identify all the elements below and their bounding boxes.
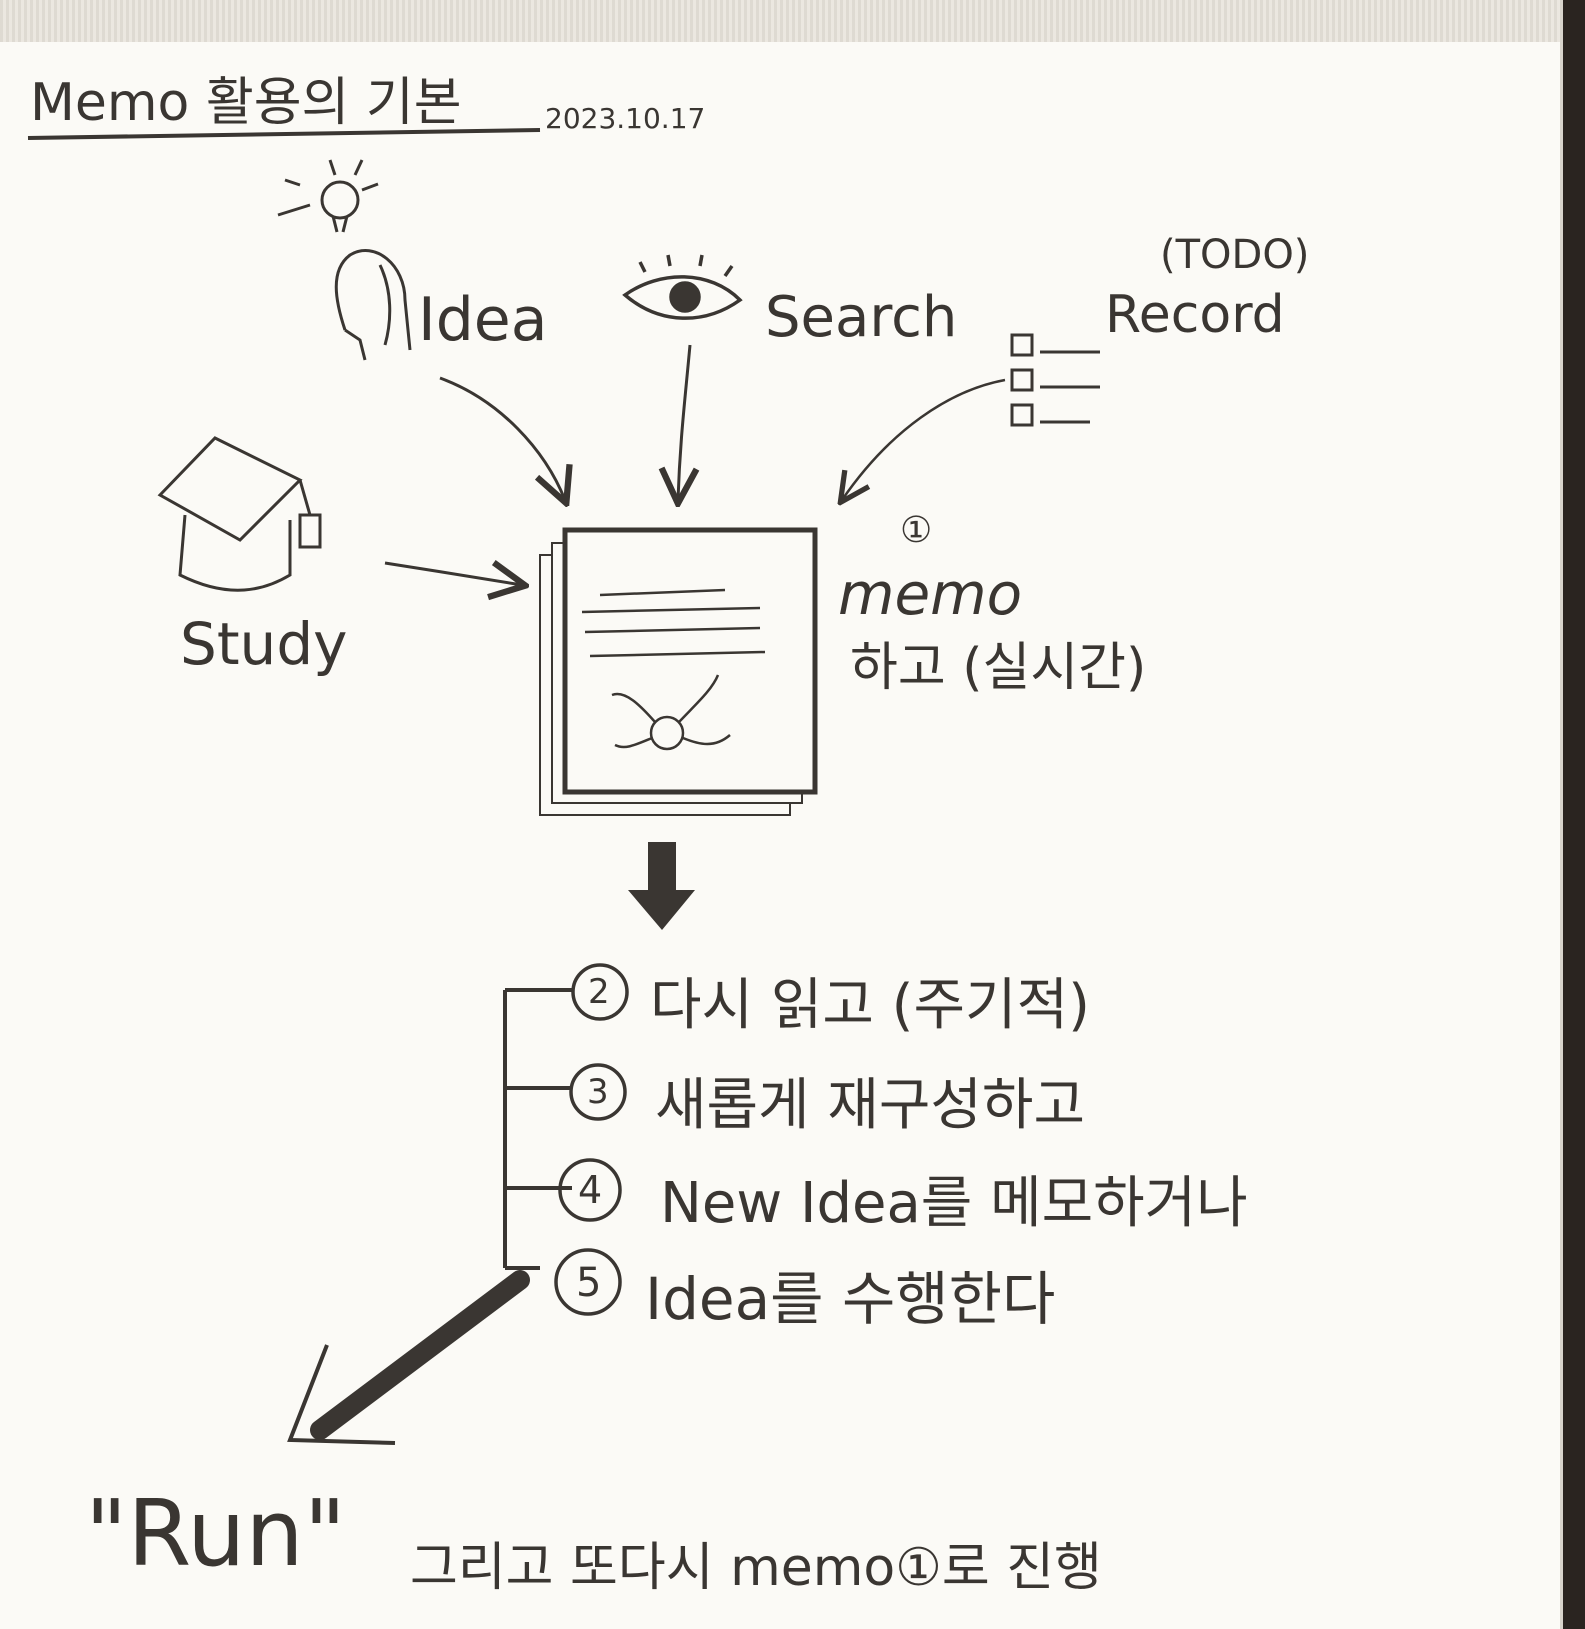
title-underline (27, 128, 541, 140)
study-arrow (384, 563, 522, 585)
step-2-text: 다시 읽고 (주기적) (650, 973, 1090, 1038)
step-4-text: New Idea를 메모하거나 (660, 1171, 1248, 1236)
step-5-digit: 5 (576, 1260, 602, 1306)
step-3-text: 새롭게 재구성하고 (655, 1073, 1085, 1138)
step-3-digit: 3 (587, 1072, 609, 1112)
study-label: Study (180, 610, 348, 678)
step-2-number: ② (583, 965, 584, 966)
graduation-cap-icon (157, 436, 322, 592)
tape-strip (0, 0, 1560, 42)
memo-document-icon (539, 527, 818, 816)
checklist-icon (1010, 333, 1100, 427)
step-circle-2 (571, 963, 629, 1021)
eye-icon (622, 254, 743, 320)
step-circle-3 (569, 1063, 627, 1121)
record-arrow (842, 378, 1006, 500)
record-label: Record (1105, 285, 1285, 345)
page-title: Memo 활용의 기본 (30, 73, 462, 133)
idea-arrow (439, 376, 565, 500)
down-arrow (628, 842, 695, 930)
run-arrow (287, 1270, 530, 1445)
step-3-number: ③ (583, 1065, 584, 1066)
lightbulb-head-icon (277, 159, 412, 361)
search-arrow (678, 344, 690, 500)
step-5-text: Idea를 수행한다 (645, 1265, 1056, 1333)
footer-text: 그리고 또다시 memo①로 진행 (410, 1538, 1102, 1598)
step-5-number: ⑤ (570, 1250, 571, 1251)
run-label: "Run" (85, 1480, 347, 1587)
step-circle-4 (558, 1158, 622, 1222)
memo-action-label: 하고 (실시간) (850, 638, 1147, 698)
step-circle-5 (554, 1248, 622, 1316)
todo-label: (TODO) (1160, 232, 1310, 278)
date-label: 2023.10.17 (545, 102, 706, 135)
search-label: Search (765, 285, 958, 350)
step-4-digit: 4 (578, 1168, 603, 1212)
steps-bracket (503, 988, 572, 1270)
step-2-digit: 2 (588, 972, 610, 1012)
step-1-number: ① (900, 510, 933, 551)
idea-label: Idea (418, 285, 548, 355)
memo-label: memo (838, 560, 1023, 628)
step-4-number: ④ (575, 1160, 576, 1161)
